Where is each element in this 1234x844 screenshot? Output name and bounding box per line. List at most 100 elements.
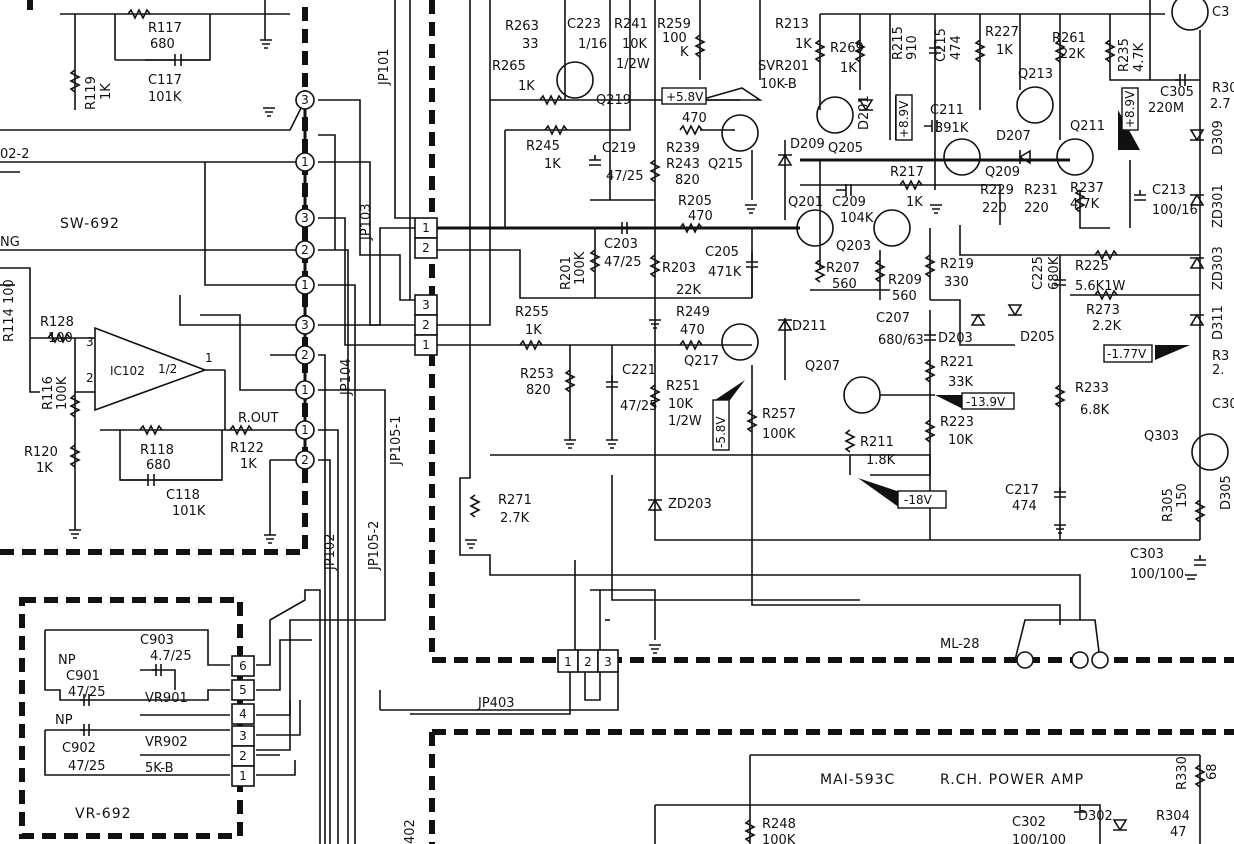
r30x-ref: R30 (1212, 81, 1234, 96)
q215-label: Q215 (708, 157, 743, 172)
r245-value: 1K (544, 157, 561, 172)
svg-text:2: 2 (301, 348, 309, 362)
r128-value: 100 (48, 331, 73, 346)
r305-ref: R305 (1161, 488, 1176, 522)
vr901-label: VR901 (145, 691, 188, 706)
q203-label: Q203 (836, 239, 871, 254)
ic102-label: IC102 (110, 364, 145, 378)
r263-value: 33 (522, 37, 539, 52)
c901-value: 47/25 (68, 685, 105, 700)
svr201-ref: SVR201 (758, 59, 809, 74)
v-minus-13-9: -13.9V (966, 395, 1006, 409)
svg-text:3: 3 (239, 729, 247, 743)
resistor-symbols (47, 8, 1206, 843)
d309-label: D309 (1211, 120, 1226, 155)
svg-text:1: 1 (301, 423, 309, 437)
r117-value: 680 (150, 37, 175, 52)
c207-ref: C207 (876, 311, 910, 326)
r304-ref: R304 (1156, 809, 1190, 824)
r261-ref: R261 (1052, 31, 1086, 46)
r227-ref: R227 (985, 25, 1019, 40)
c215-value: 474 (949, 35, 964, 60)
c902-value: 47/25 (68, 759, 105, 774)
diode-symbols (647, 99, 1205, 832)
ng-label: NG (0, 235, 20, 250)
svg-text:1: 1 (301, 383, 309, 397)
r259-unit: K (680, 45, 689, 60)
ic102-frac: 1/2 (158, 362, 177, 376)
svg-text:2: 2 (301, 453, 309, 467)
r305-value: 150 (1175, 483, 1190, 508)
r269-value: 1K (840, 61, 857, 76)
jp103-label: JP103 (359, 204, 374, 242)
jp102-label: JP102 (323, 534, 338, 572)
d311-label: D311 (1211, 305, 1226, 340)
r271-ref: R271 (498, 493, 532, 508)
jp105-2-label: JP105-2 (367, 521, 382, 571)
c902-np: NP (55, 713, 73, 728)
q213-label: Q213 (1018, 67, 1053, 82)
c225-value: 680K (1047, 256, 1062, 290)
r255-ref: R255 (515, 305, 549, 320)
c205-value: 471K (708, 265, 742, 280)
r128-ref: R128 (40, 315, 74, 330)
vr-value: 5K-B (145, 761, 174, 776)
r233-value: 6.8K (1080, 403, 1110, 418)
r217-ref: R217 (890, 165, 924, 180)
r253-value: 820 (526, 383, 551, 398)
transistor-symbols (556, 0, 1229, 471)
r269-ref: R269 (830, 41, 864, 56)
r229-value: 220 (982, 201, 1007, 216)
component-labels: SW-692 VR-692 MAI-593C R.CH. POWER AMP J… (0, 5, 1234, 844)
v-plus-5-8: +5.8V (666, 90, 704, 104)
c117-value: 101K (148, 90, 182, 105)
r271-value: 2.7K (500, 511, 530, 526)
q211-label: Q211 (1070, 119, 1105, 134)
r3x-label: R3 (1212, 349, 1229, 364)
board-vr692-title: VR-692 (75, 806, 132, 822)
q207-symbol (843, 376, 881, 414)
svg-text:2: 2 (301, 243, 309, 257)
q303-label: Q303 (1144, 429, 1179, 444)
c223-value: 1/16 (578, 37, 607, 52)
svg-text:2: 2 (422, 318, 430, 332)
svg-text:1: 1 (564, 655, 572, 669)
jp402-label: 402 (403, 819, 418, 844)
svg-text:3: 3 (301, 93, 309, 107)
r217-value: 1K (906, 195, 923, 210)
vr692-connector: 6 5 4 3 2 1 (231, 655, 255, 787)
board-sw692-title: SW-692 (60, 216, 120, 232)
c205-ref: C205 (705, 245, 739, 260)
d305-label: D305 (1219, 475, 1234, 510)
q205-label: Q205 (828, 141, 863, 156)
c117-ref: C117 (148, 73, 182, 88)
r261-value: 22K (1060, 47, 1086, 62)
r229-ref: R229 (980, 183, 1014, 198)
r213-value: 1K (795, 37, 812, 52)
ic102-pin1: 1 (205, 351, 213, 365)
r233-ref: R233 (1075, 381, 1109, 396)
c903-ref: C903 (140, 633, 174, 648)
r249-ref: R249 (676, 305, 710, 320)
r231-ref: R231 (1024, 183, 1058, 198)
q201-label: Q201 (788, 195, 823, 210)
signal-02-2-label: 02-2 (0, 147, 30, 162)
c211-value: 391K (935, 121, 969, 136)
r251-power: 1/2W (668, 414, 702, 429)
zd203-label: ZD203 (668, 497, 712, 512)
r201-ref: R201 (559, 256, 574, 290)
r30x-value: 2.7 (1210, 97, 1231, 112)
c225-ref: C225 (1031, 256, 1046, 290)
r122-value: 1K (240, 457, 257, 472)
r2x-label: 2. (1212, 363, 1224, 378)
jp403-label: JP403 (477, 696, 515, 711)
c903-value: 4.7/25 (150, 649, 192, 664)
svg-text:1: 1 (301, 278, 309, 292)
r239-value: 470 (682, 111, 707, 126)
r243-value: 820 (675, 173, 700, 188)
d207-label: D207 (996, 129, 1031, 144)
svg-text:3: 3 (301, 211, 309, 225)
r205-value: 470 (688, 209, 713, 224)
c221-value: 47/25 (620, 399, 657, 414)
